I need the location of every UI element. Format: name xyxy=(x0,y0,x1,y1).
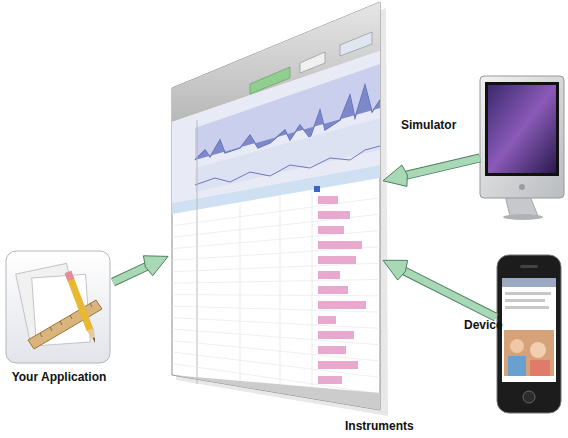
connector-outline xyxy=(113,266,148,282)
application-icon-part xyxy=(93,338,95,344)
application-icon-part-part xyxy=(90,303,92,307)
imac-computer xyxy=(480,76,564,220)
connector-arrow xyxy=(113,256,168,282)
instruments-window-part xyxy=(300,52,325,73)
iphone-device-part xyxy=(502,278,556,382)
connector-arrow xyxy=(383,260,496,317)
application-icon-part xyxy=(68,272,71,280)
diagram-node: Your Application xyxy=(5,250,113,365)
node-label: Simulator xyxy=(401,118,477,132)
iphone-device-part xyxy=(505,299,545,302)
iphone-device-part xyxy=(510,339,524,353)
instruments-window-part xyxy=(240,205,241,390)
application-icon xyxy=(6,251,110,363)
application-icon-part-part xyxy=(60,321,62,325)
connector-arrow xyxy=(383,158,480,186)
instruments-window-part xyxy=(280,190,281,395)
instruments-window-part xyxy=(314,186,320,192)
iphone-device-part xyxy=(530,360,550,376)
diagram-node: Simulator xyxy=(480,76,565,220)
instruments-window-part xyxy=(312,180,313,399)
application-icon-part-part xyxy=(70,315,72,319)
imac-computer-part xyxy=(485,82,559,176)
node-label: Device xyxy=(464,318,524,332)
instruments-window-part-part xyxy=(318,211,350,219)
instruments-window-part-part xyxy=(172,329,380,345)
instruments-window-part-part xyxy=(172,318,380,329)
instruments-window-part xyxy=(172,2,380,410)
instruments-window-part-part xyxy=(172,295,380,296)
instruments-window-part-part xyxy=(318,226,344,234)
instruments-window-part-part xyxy=(318,346,346,354)
instruments-window-part-part xyxy=(172,341,380,361)
instruments-window-part-part xyxy=(318,331,354,339)
diagram-node: Instruments xyxy=(168,0,383,412)
arrow-head xyxy=(383,260,408,280)
instruments-window-part xyxy=(318,196,366,384)
instruments-window-part-part xyxy=(172,279,380,283)
instruments-window-part-part xyxy=(318,241,362,249)
node-label: Your Application xyxy=(0,370,121,384)
instruments-window-part-part xyxy=(318,361,358,369)
iphone-device xyxy=(497,255,561,413)
instruments-window-part-part xyxy=(172,231,380,249)
iphone-device-part xyxy=(523,391,535,403)
connector-outline xyxy=(404,158,480,176)
imac-computer-part xyxy=(480,76,564,198)
imac-computer-part xyxy=(503,214,543,220)
instruments-window-part xyxy=(340,32,372,56)
connector-fill xyxy=(113,266,148,282)
imac-computer-part xyxy=(488,85,556,173)
node-label: Instruments xyxy=(345,419,445,433)
instruments-window-part-part xyxy=(318,301,366,309)
application-icon-part xyxy=(68,272,90,330)
iphone-device-part xyxy=(508,356,526,376)
instruments-window-part-part xyxy=(318,376,342,384)
instruments-window-part-part xyxy=(172,352,380,377)
imac-computer-part xyxy=(519,184,525,190)
instruments-window-part-part xyxy=(172,263,380,272)
connector-fill xyxy=(404,158,480,176)
instruments-window-part-part xyxy=(318,256,356,264)
imac-computer-part xyxy=(505,196,538,216)
arrow-head xyxy=(383,165,407,186)
connector-fill xyxy=(403,270,496,317)
iphone-device-part xyxy=(504,330,554,376)
instruments-window-part-part xyxy=(318,271,340,279)
diagram-node: Device xyxy=(496,254,562,414)
instruments-window-part-part xyxy=(318,196,338,204)
instruments-window-part xyxy=(172,198,380,394)
iphone-device-part xyxy=(497,255,561,413)
arrow-head xyxy=(143,256,168,276)
iphone-device-part xyxy=(530,342,546,358)
instruments-window-part xyxy=(172,375,380,410)
instruments-window-part-part xyxy=(172,198,380,226)
application-icon-part-part xyxy=(40,333,42,337)
application-icon-part-part xyxy=(50,327,52,331)
application-icon-part xyxy=(6,251,110,363)
iphone-device-part xyxy=(520,265,538,268)
instruments-window-part xyxy=(172,165,380,214)
iphone-device-part xyxy=(505,292,551,295)
iphone-device-part xyxy=(505,306,549,309)
instruments-window xyxy=(172,2,380,410)
instruments-window-part-part xyxy=(318,286,348,294)
iphone-device-part xyxy=(502,278,556,287)
instruments-window-part-part xyxy=(318,316,336,324)
connector-outline xyxy=(403,270,496,317)
application-icon-part xyxy=(87,328,95,343)
instruments-window-part xyxy=(197,120,198,384)
